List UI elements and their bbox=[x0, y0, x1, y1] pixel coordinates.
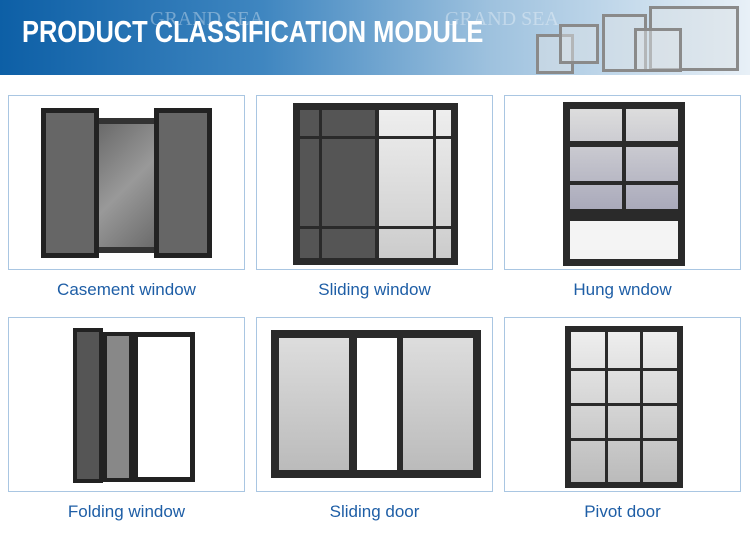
product-card-sliding-window[interactable] bbox=[256, 95, 493, 270]
header-banner: GRAND SEA GRAND SEA PRODUCT CLASSIFICATI… bbox=[0, 0, 750, 75]
product-card-casement-window[interactable] bbox=[8, 95, 245, 270]
product-label[interactable]: Sliding door bbox=[329, 502, 420, 521]
product-label[interactable]: Hung wndow bbox=[573, 280, 672, 299]
watermark: GRAND SEA bbox=[445, 8, 559, 30]
page-title: PRODUCT CLASSIFICATION MODULE bbox=[22, 14, 484, 49]
product-label[interactable]: Sliding window bbox=[318, 280, 431, 299]
product-label[interactable]: Casement window bbox=[57, 280, 196, 299]
product-card-folding-window[interactable] bbox=[8, 317, 245, 492]
watermark: GRAND SEA bbox=[150, 8, 264, 30]
window-frames-image bbox=[534, 4, 744, 74]
product-card-hung-window[interactable] bbox=[504, 95, 741, 270]
product-card-pivot-door[interactable] bbox=[504, 317, 741, 492]
product-label[interactable]: Folding window bbox=[67, 502, 186, 521]
product-card-sliding-door[interactable] bbox=[256, 317, 493, 492]
product-label[interactable]: Pivot door bbox=[584, 502, 661, 521]
